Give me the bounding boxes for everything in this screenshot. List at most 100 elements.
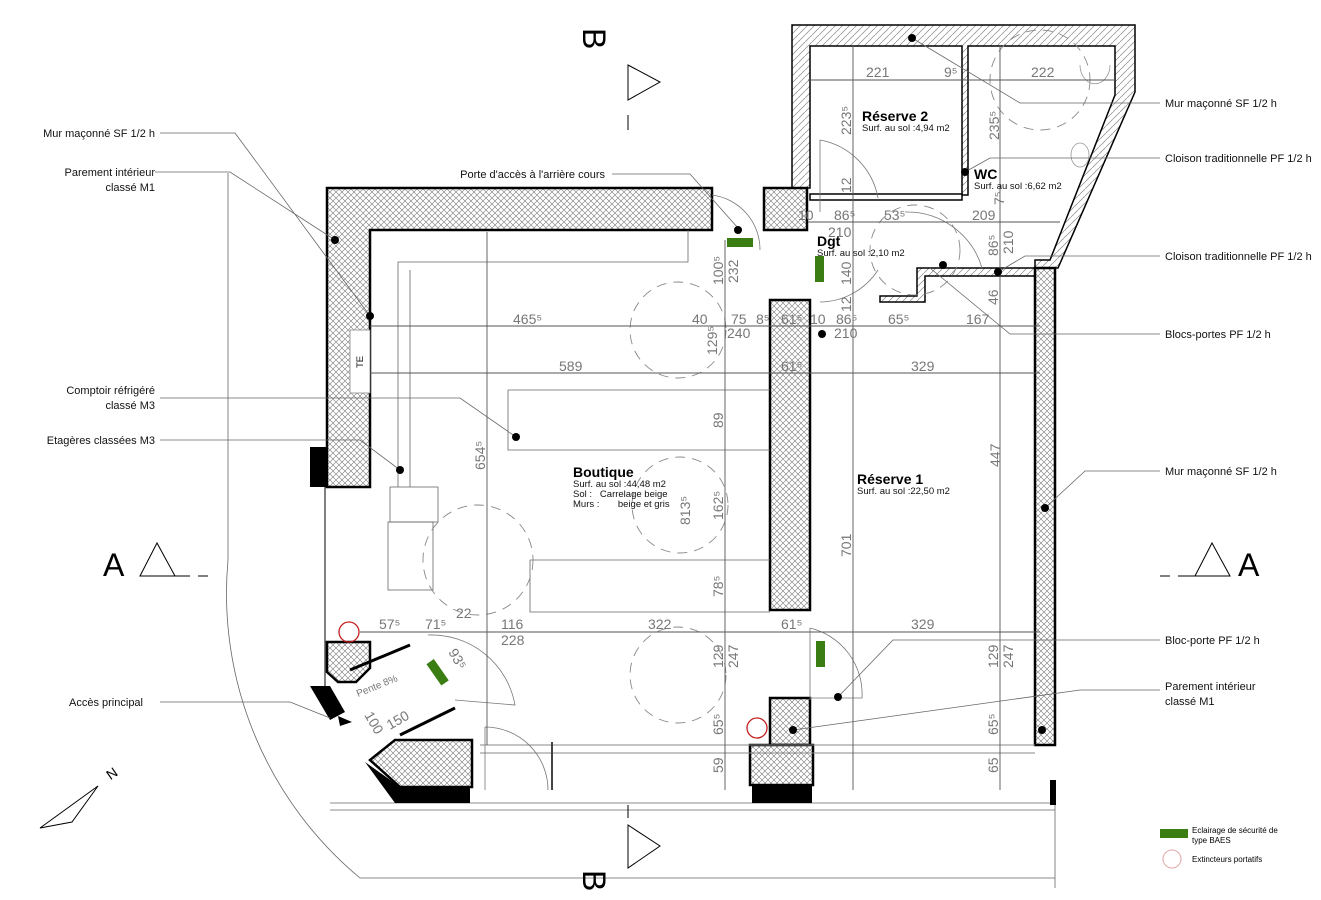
callout-label: Etagères classées M3 bbox=[47, 435, 155, 447]
baes-light-icon bbox=[816, 641, 825, 667]
room-name: Boutique bbox=[573, 464, 634, 480]
dim-label: 210 bbox=[834, 325, 858, 341]
callouts-right: Mur maçonné SF 1/2 h Cloison traditionne… bbox=[1165, 98, 1312, 708]
section-b-bottom-label: B bbox=[576, 870, 612, 891]
dim-label: 10 bbox=[810, 311, 826, 327]
dim-label: 65⁵ bbox=[888, 311, 909, 327]
dim-label: 93⁵ bbox=[445, 646, 470, 673]
dim-label: 7⁵ bbox=[991, 191, 1007, 205]
dim-label: 222 bbox=[1031, 64, 1055, 80]
dim-label: 10 bbox=[798, 207, 814, 223]
baes-light-icon bbox=[727, 238, 753, 247]
dim-label: 329 bbox=[911, 358, 935, 374]
callout-label: classé M3 bbox=[105, 400, 155, 412]
dim-label: 162⁵ bbox=[710, 491, 726, 520]
callout-label: Porte d'accès à l'arrière cours bbox=[460, 169, 605, 181]
extinguisher-icon bbox=[746, 717, 768, 739]
dim-label: 654⁵ bbox=[472, 441, 488, 470]
dim-label: 210 bbox=[828, 224, 852, 240]
callout-label: Parement intérieur bbox=[65, 167, 156, 179]
dim-label: 228 bbox=[501, 632, 525, 648]
dim-label: 129 bbox=[710, 644, 726, 668]
callout-label: Accès principal bbox=[69, 697, 143, 709]
dim-label: 65⁵ bbox=[985, 714, 1001, 735]
safety-equipment bbox=[338, 238, 825, 739]
dim-label: 210 bbox=[1000, 230, 1016, 254]
dim-label: 322 bbox=[648, 616, 672, 632]
dim-label: 59 bbox=[710, 757, 726, 773]
room-name: WC bbox=[974, 166, 997, 182]
room-boutique: Boutique Surf. au sol :44,48 m2 Sol : Ca… bbox=[573, 464, 670, 510]
section-markers: B B A A bbox=[103, 28, 1260, 891]
reserve2-partition bbox=[809, 193, 963, 201]
legend-baes-icon bbox=[1160, 829, 1188, 838]
te-label: TE bbox=[355, 356, 366, 368]
room-surface: Surf. au sol :4,94 m2 bbox=[862, 123, 950, 134]
dim-label: 140 bbox=[838, 261, 854, 285]
dim-label: 71⁵ bbox=[425, 616, 446, 632]
room-name: Réserve 2 bbox=[862, 108, 928, 124]
dim-label: 329 bbox=[911, 616, 935, 632]
dim-label: 86⁵ bbox=[836, 311, 857, 327]
legend-baes-label-2: type BAES bbox=[1192, 836, 1231, 845]
dim-label: 75 bbox=[731, 311, 747, 327]
dim-label: 129 bbox=[985, 644, 1001, 668]
entrance-arrow-icon bbox=[338, 716, 352, 726]
dim-label: 100 bbox=[361, 709, 387, 737]
room-name: Dgt bbox=[817, 233, 841, 249]
room-surface: Surf. au sol :2,10 m2 bbox=[817, 248, 905, 259]
room-wc: WC Surf. au sol :6,62 m2 bbox=[974, 166, 1062, 192]
dim-label: 150 bbox=[384, 707, 412, 733]
room-reserve-1: Réserve 1 Surf. au sol :22,50 m2 bbox=[857, 471, 950, 497]
room-surface: Surf. au sol :44,48 m2 bbox=[573, 479, 666, 490]
callout-label: classé M1 bbox=[1165, 696, 1215, 708]
extinguisher-icon bbox=[338, 621, 360, 643]
dim-label: 12 bbox=[838, 177, 854, 193]
dim-label: 8⁵ bbox=[756, 311, 770, 327]
dim-label: 447 bbox=[987, 443, 1003, 467]
dim-label: 22 bbox=[456, 605, 472, 621]
dim-label: 89 bbox=[710, 412, 726, 428]
dim-label: 86⁵ bbox=[834, 207, 855, 223]
leader-lines bbox=[155, 34, 1160, 734]
dim-label: 9⁵ bbox=[944, 64, 958, 80]
te-box bbox=[349, 329, 371, 394]
callout-label: Parement intérieur bbox=[1165, 681, 1256, 693]
dim-label: 65 bbox=[985, 757, 1001, 773]
callout-label: Cloison traditionnelle PF 1/2 h bbox=[1165, 251, 1312, 263]
room-dgt: Dgt Surf. au sol :2,10 m2 bbox=[817, 233, 905, 259]
room-floor: Sol : Carrelage beige bbox=[573, 489, 668, 500]
dim-label: 61⁵ bbox=[781, 311, 802, 327]
legend-extinguisher-icon bbox=[1162, 849, 1182, 869]
dim-label: 240 bbox=[727, 325, 751, 341]
section-b-bottom-triangle-icon bbox=[627, 824, 661, 869]
dim-label: 100⁵ bbox=[710, 256, 726, 285]
section-a-left-label: A bbox=[103, 547, 125, 583]
dimension-lines bbox=[360, 45, 1115, 790]
dim-label: 78⁵ bbox=[710, 576, 726, 597]
dim-label: 12 bbox=[838, 296, 854, 312]
section-b-top-label: B bbox=[576, 28, 612, 49]
dim-label: 247 bbox=[1000, 644, 1016, 668]
dim-label: 465⁵ bbox=[513, 311, 542, 327]
callout-label: classé M1 bbox=[105, 182, 155, 194]
section-a-left-triangle-icon bbox=[139, 541, 176, 577]
section-a-right-triangle-icon bbox=[1194, 541, 1231, 577]
dim-label: 209 bbox=[972, 207, 996, 223]
dim-label: 589 bbox=[559, 358, 583, 374]
dim-label: 53⁵ bbox=[884, 207, 905, 223]
baes-light-icon bbox=[426, 659, 449, 686]
dim-label: 129⁵ bbox=[704, 326, 720, 355]
north-label: N bbox=[103, 764, 120, 783]
room-surface: Surf. au sol :6,62 m2 bbox=[974, 181, 1062, 192]
room-name: Réserve 1 bbox=[857, 471, 923, 487]
dim-label: 235⁵ bbox=[986, 111, 1002, 140]
section-b-top-triangle-icon bbox=[627, 64, 662, 101]
furniture: TE bbox=[349, 29, 1111, 791]
dim-label: 46 bbox=[985, 289, 1001, 305]
room-surface: Surf. au sol :22,50 m2 bbox=[857, 486, 950, 497]
dim-label: 86⁵ bbox=[985, 235, 1001, 256]
room-reserve-2: Réserve 2 Surf. au sol :4,94 m2 bbox=[862, 108, 950, 134]
dim-label: 232 bbox=[725, 259, 741, 283]
